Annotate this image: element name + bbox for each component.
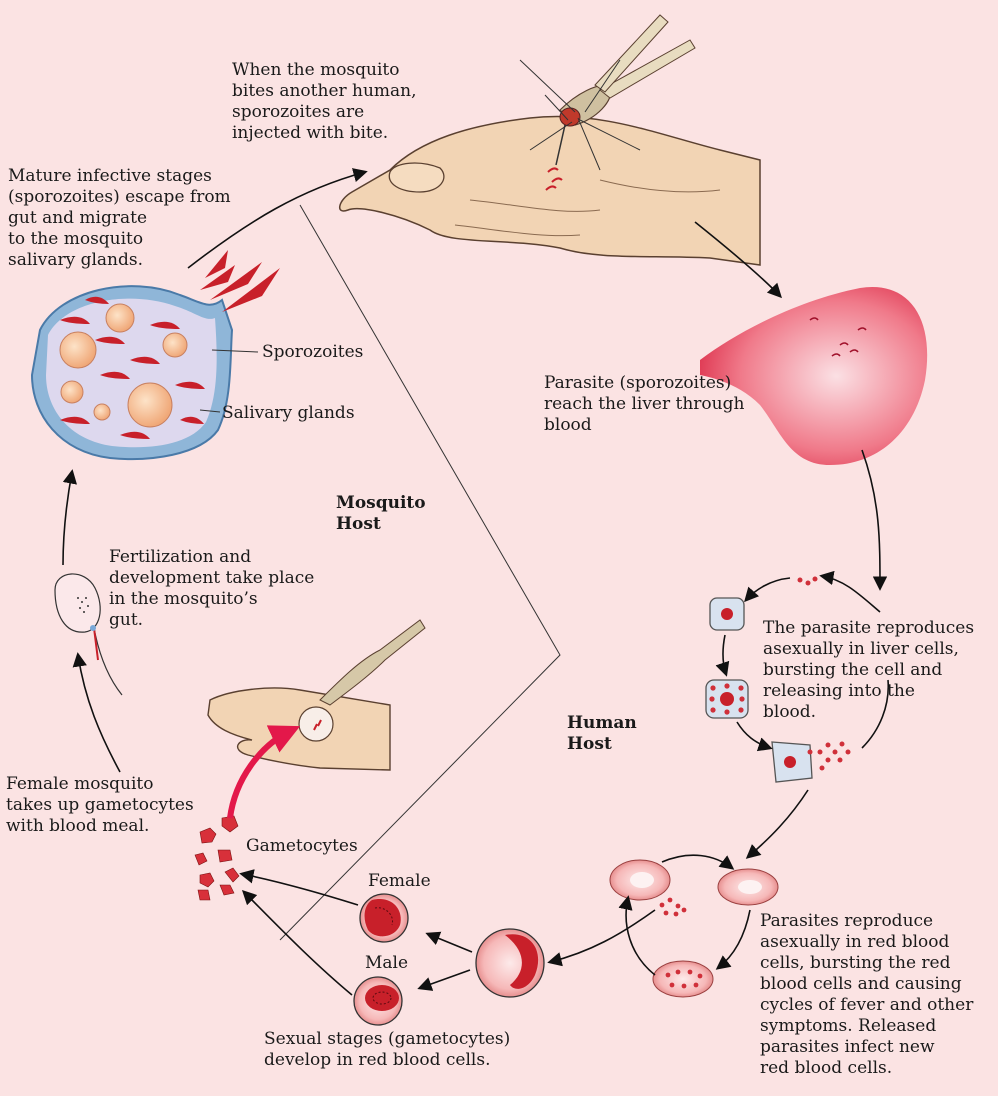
arrow-rbc-cycle-left bbox=[618, 895, 656, 976]
hand-with-mosquito-bottom bbox=[207, 619, 426, 771]
arrow-liver-cycle-down-2 bbox=[736, 721, 773, 752]
host-divider-line bbox=[279, 204, 561, 941]
rbc-cycle bbox=[475, 859, 779, 998]
arrow-bite-to-liver bbox=[694, 221, 782, 299]
label-mature-stages: Mature infective stages (sporozoites) es… bbox=[8, 166, 231, 270]
arrow-male-to-gametocytes bbox=[241, 889, 353, 996]
arrow-to-female bbox=[425, 931, 473, 953]
label-sexual-stages: Sexual stages (gametocytes) develop in r… bbox=[264, 1029, 511, 1070]
arrow-rbc-cycle-right bbox=[715, 909, 751, 970]
arrow-liver-cycle-down-1 bbox=[715, 634, 730, 677]
arrow-liver-cells-to-rbc bbox=[745, 789, 809, 859]
ookinete-cell bbox=[54, 573, 123, 696]
arrow-female-to-gametocytes bbox=[239, 869, 359, 906]
liver-cell-stages bbox=[705, 576, 851, 783]
arrow-liver-cycle-left bbox=[744, 577, 791, 603]
arrow-rbc-to-gametocyte-cell bbox=[547, 909, 656, 967]
arrow-liver-cycle-top bbox=[819, 570, 881, 613]
label-fertilization: Fertilization and development take place… bbox=[109, 547, 315, 630]
arrow-glands-to-bite bbox=[187, 168, 368, 269]
arrow-to-male bbox=[417, 969, 471, 991]
label-mosquito-host: Mosquito Host bbox=[336, 493, 426, 534]
label-liver-reproduce: The parasite reproduces asexually in liv… bbox=[763, 618, 975, 722]
label-male: Male bbox=[365, 953, 409, 973]
label-human-host: Human Host bbox=[567, 713, 637, 754]
gametocyte-cells bbox=[194, 815, 409, 1026]
label-gametocytes: Gametocytes bbox=[246, 836, 358, 856]
arrow-liver-cycle-right bbox=[861, 679, 890, 749]
label-female: Female bbox=[368, 871, 431, 891]
gametocyte-uptake-arrow bbox=[227, 725, 301, 819]
label-salivary-glands: Salivary glands bbox=[222, 403, 355, 423]
hand-with-mosquito-top bbox=[339, 14, 761, 266]
label-female-mosquito: Female mosquito takes up gametocytes wit… bbox=[6, 774, 194, 836]
arrow-rbc-cycle-top bbox=[661, 854, 735, 870]
arrow-gut-to-glands bbox=[62, 469, 77, 566]
liver bbox=[700, 286, 928, 465]
arrow-uptake-to-gut bbox=[72, 652, 121, 773]
label-sporozoites: Sporozoites bbox=[262, 342, 364, 362]
label-liver-reach: Parasite (sporozoites) reach the liver t… bbox=[544, 373, 745, 435]
label-mosquito-bites: When the mosquito bites another human, s… bbox=[232, 60, 417, 143]
cycle-arrows bbox=[62, 168, 890, 996]
salivary-gland bbox=[30, 250, 280, 461]
arrow-liver-to-liver-cells bbox=[861, 449, 888, 591]
label-rbc-reproduce: Parasites reproduce asexually in red blo… bbox=[760, 911, 974, 1078]
